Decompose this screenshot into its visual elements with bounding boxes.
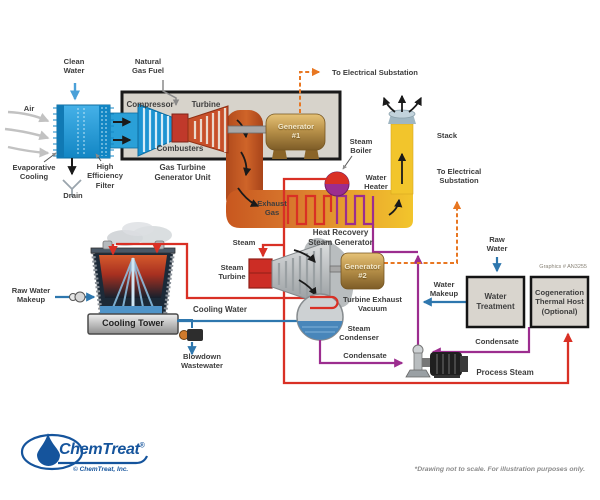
label-generator-1: Generator #1 (277, 122, 315, 141)
condensate-line-2 (431, 327, 531, 357)
disclaimer-text: *Drawing not to scale. For illustration … (414, 466, 585, 473)
blowdown-line (178, 319, 203, 356)
cooling-water-circuit (108, 242, 310, 323)
label-cogeneration-host: Cogeneration Thermal Host (Optional) (535, 288, 584, 316)
logo-copyright: © ChemTreat, Inc. (73, 466, 129, 473)
condensate-line-1 (318, 340, 404, 368)
label-water-treatment: Water Treatment (476, 292, 515, 311)
water-heater-piping (371, 224, 423, 350)
cooling-tower-basin (87, 313, 179, 335)
label-substation-top: To Electrical Substation (332, 68, 418, 77)
label-turbine-exhaust-vacuum: Turbine Exhaust Vacuum (343, 295, 402, 314)
label-stack: Stack (436, 131, 458, 140)
label-cooling-water: Cooling Water (193, 305, 247, 314)
logo-wordmark-text: ChemTreat (59, 441, 140, 458)
label-steam-boiler: Steam Boiler (349, 137, 373, 156)
label-high-efficiency-filter: High Efficiency Filter (87, 162, 123, 190)
label-water-makeup: Water Makeup (429, 280, 459, 299)
label-drain: Drain (63, 191, 83, 200)
label-raw-water: Raw Water (486, 235, 508, 254)
label-turbine: Turbine (191, 100, 221, 109)
label-combusters: Combusters (156, 144, 204, 153)
logo-wordmark: ChemTreat® (59, 441, 145, 459)
steam-turbine-assembly (248, 238, 385, 308)
registered-mark: ® (139, 442, 145, 450)
label-air: Air (23, 104, 35, 113)
gas-turbine-internals (109, 103, 269, 157)
label-cooling-tower: Cooling Tower (102, 318, 164, 328)
steam-condenser (296, 293, 344, 341)
label-hrsg: Heat Recovery Steam Generator (308, 228, 373, 247)
water-drop-icon (37, 433, 60, 466)
cogeneration-host-box (529, 275, 590, 329)
label-natural-gas-fuel: Natural Gas Fuel (131, 57, 165, 76)
label-generator-2: Generator #2 (344, 262, 381, 281)
label-water-heater: Water Heater (364, 173, 388, 192)
cooling-tower (87, 222, 179, 335)
label-condensate-left: Condensate (343, 351, 387, 360)
label-steam: Steam (232, 238, 256, 247)
shaft-1 (227, 125, 269, 134)
steam-boiler-drum (324, 171, 350, 197)
label-blowdown-wastewater: Blowdown Wastewater (181, 352, 223, 371)
label-process-steam: Process Steam (476, 368, 534, 377)
boiler-pointer (342, 155, 353, 170)
label-graphics-number: Graphics # AN3255 (539, 264, 587, 270)
label-compressor: Compressor (126, 100, 174, 109)
hrsg-coils (286, 194, 375, 226)
raw-water-makeup-line (55, 291, 96, 303)
chemtreat-logo (20, 433, 149, 471)
label-exhaust-gas: Exhaust Gas (257, 199, 287, 218)
label-clean-water: Clean Water (63, 57, 85, 76)
label-gtg-unit: Gas Turbine Generator Unit (154, 163, 211, 182)
generator-2 (340, 252, 385, 290)
generator-1 (265, 113, 326, 159)
drain-icon (62, 179, 82, 197)
label-raw-water-makeup: Raw Water Makeup (11, 286, 51, 305)
steam-piping (258, 177, 573, 385)
condensate-pump-icon (405, 344, 468, 378)
water-treatment-box (465, 275, 526, 329)
label-substation-right: To Electrical Substation (436, 167, 482, 186)
label-condensate-right: Condensate (475, 337, 519, 346)
air-flow-arrows (4, 110, 50, 158)
label-evaporative-cooling: Evaporative Cooling (12, 163, 56, 182)
combustor (171, 113, 189, 143)
gas-fuel-line (162, 80, 180, 106)
label-steam-turbine: Steam Turbine (218, 263, 246, 282)
substation-line-2 (384, 200, 462, 264)
substation-line-1 (299, 67, 321, 113)
inlet-filter (4, 83, 114, 197)
label-steam-condenser: Steam Condenser (339, 324, 379, 343)
